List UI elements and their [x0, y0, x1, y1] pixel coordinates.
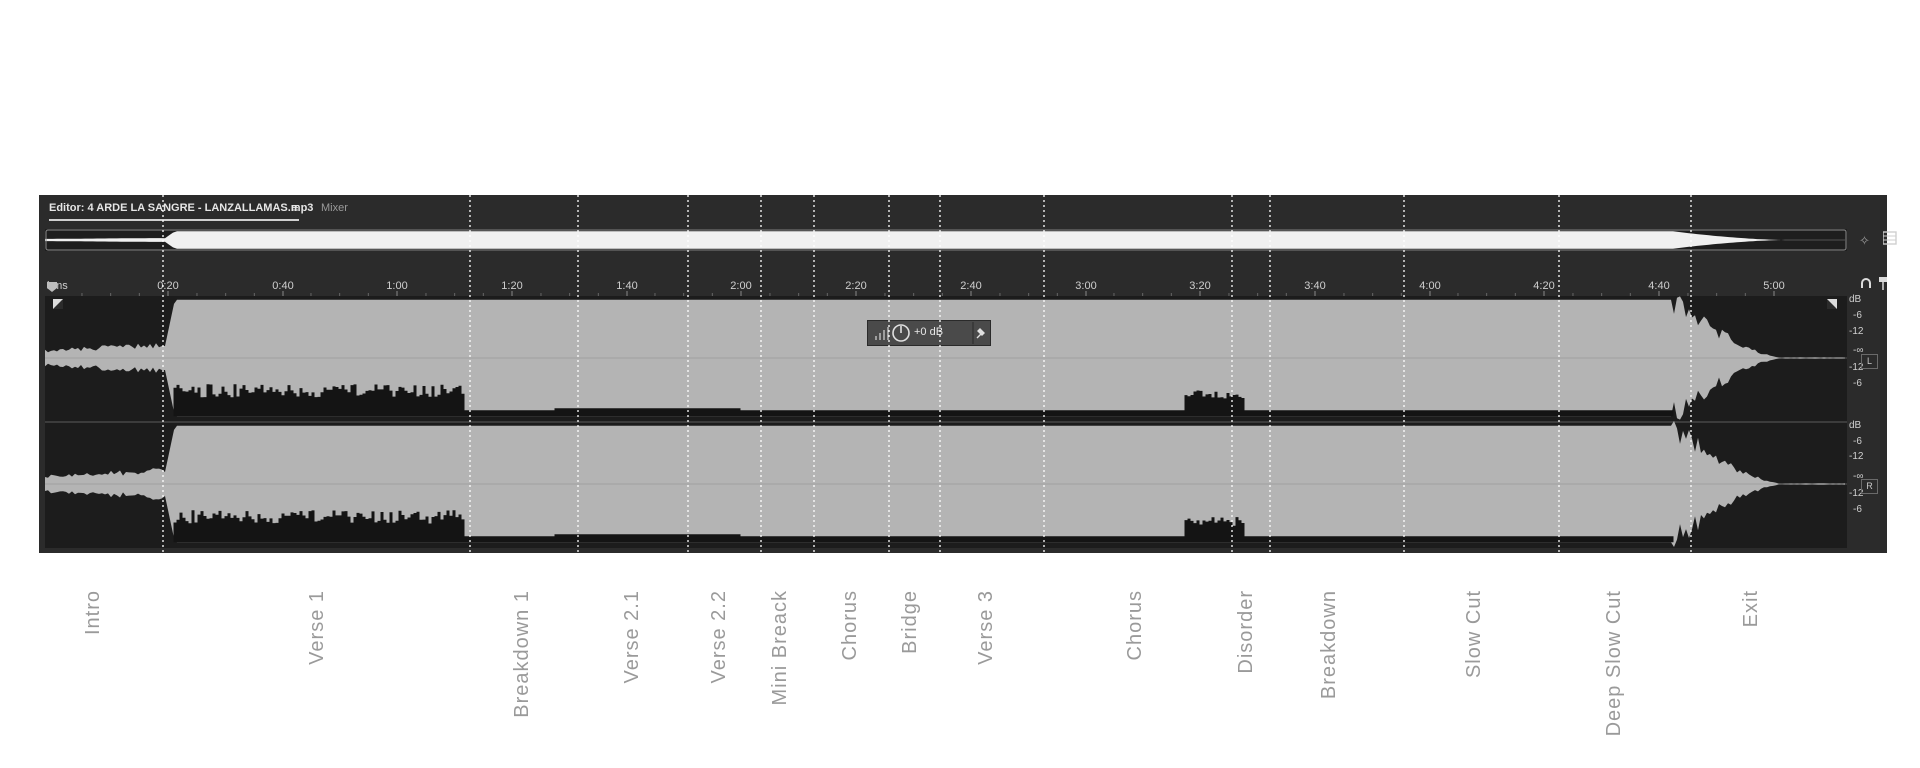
- overview-waveform-graphic: [45, 229, 1847, 251]
- section-label-text: Verse 2.2: [708, 590, 730, 684]
- section-label-text: Verse 1: [306, 590, 328, 665]
- db-label: -6: [1853, 310, 1862, 321]
- db-label: -6: [1853, 378, 1862, 389]
- section-label-text: Exit: [1740, 590, 1762, 628]
- db-label: dB: [1849, 294, 1862, 305]
- waveform-display[interactable]: [45, 296, 1847, 548]
- section-label-text: Chorus: [1124, 590, 1146, 661]
- overview-settings-icon[interactable]: [1859, 231, 1897, 245]
- time-label: 3:20: [1189, 280, 1210, 292]
- time-label: 3:40: [1304, 280, 1325, 292]
- section-label-text: Breakdown 1: [511, 590, 533, 718]
- db-label: -∞: [1853, 471, 1864, 482]
- section-label-text: Breakdown: [1318, 590, 1340, 700]
- db-label: -∞: [1853, 345, 1864, 356]
- waveform-transient-left: [173, 384, 1674, 417]
- channel-right-tag[interactable]: R: [1861, 479, 1878, 494]
- db-label: -6: [1853, 504, 1862, 515]
- section-label-text: Verse 3: [975, 590, 997, 665]
- tab-editor[interactable]: Editor: 4 ARDE LA SANGRE - LANZALLAMAS.m…: [49, 202, 314, 214]
- time-label: 4:40: [1648, 280, 1669, 292]
- active-tab-indicator: [49, 219, 299, 221]
- time-label: 1:40: [616, 280, 637, 292]
- tab-mixer[interactable]: Mixer: [321, 202, 348, 214]
- section-label-text: Slow Cut: [1463, 590, 1485, 679]
- section-label-text: Disorder: [1235, 590, 1257, 674]
- gain-hud[interactable]: +0 dB: [867, 320, 991, 346]
- gain-value[interactable]: +0 dB: [914, 326, 944, 338]
- overview-viewport[interactable]: [45, 229, 1847, 251]
- tab-bar: Editor: 4 ARDE LA SANGRE - LANZALLAMAS.m…: [39, 195, 1887, 223]
- section-label-text: Chorus: [839, 590, 861, 661]
- time-label: 1:20: [501, 280, 522, 292]
- db-label: -12: [1849, 488, 1864, 499]
- overview-waveform[interactable]: [45, 229, 1847, 251]
- db-label: dB: [1849, 420, 1862, 431]
- menu-icon[interactable]: ≡: [291, 200, 299, 215]
- time-label: 0:40: [272, 280, 293, 292]
- playhead-icon[interactable]: [47, 282, 57, 292]
- waveform-transient-right: [173, 510, 1674, 543]
- db-label: -6: [1853, 436, 1862, 447]
- time-label: 3:00: [1075, 280, 1096, 292]
- pin-icon[interactable]: [1878, 277, 1888, 293]
- time-label: 0:20: [157, 280, 178, 292]
- time-label: 5:00: [1763, 280, 1784, 292]
- stereo-waveform: [45, 296, 1847, 547]
- section-label-text: Deep Slow Cut: [1603, 590, 1625, 737]
- db-label: -12: [1849, 362, 1864, 373]
- gain-meter-icon: [875, 327, 889, 340]
- time-label: 2:00: [730, 280, 751, 292]
- section-label-text: Mini Breack: [769, 590, 791, 706]
- time-label: 4:20: [1533, 280, 1554, 292]
- time-label: 2:40: [960, 280, 981, 292]
- time-label: 1:00: [386, 280, 407, 292]
- overview-wave-shape: [45, 231, 1845, 249]
- section-label-text: Verse 2.1: [621, 590, 643, 684]
- snap-icon[interactable]: [1860, 277, 1872, 292]
- db-label: -12: [1849, 451, 1864, 462]
- section-label-text: Bridge: [899, 590, 921, 654]
- audio-editor-panel: Editor: 4 ARDE LA SANGRE - LANZALLAMAS.m…: [39, 195, 1897, 553]
- gain-knob-icon[interactable]: [890, 322, 912, 344]
- time-label: 4:00: [1419, 280, 1440, 292]
- section-label-text: Intro: [82, 590, 104, 636]
- hud-pin-icon[interactable]: [972, 322, 988, 344]
- db-label: -12: [1849, 326, 1864, 337]
- zoom-icon[interactable]: ✧: [1859, 233, 1870, 248]
- time-label: 2:20: [845, 280, 866, 292]
- channel-left-tag[interactable]: L: [1861, 354, 1878, 369]
